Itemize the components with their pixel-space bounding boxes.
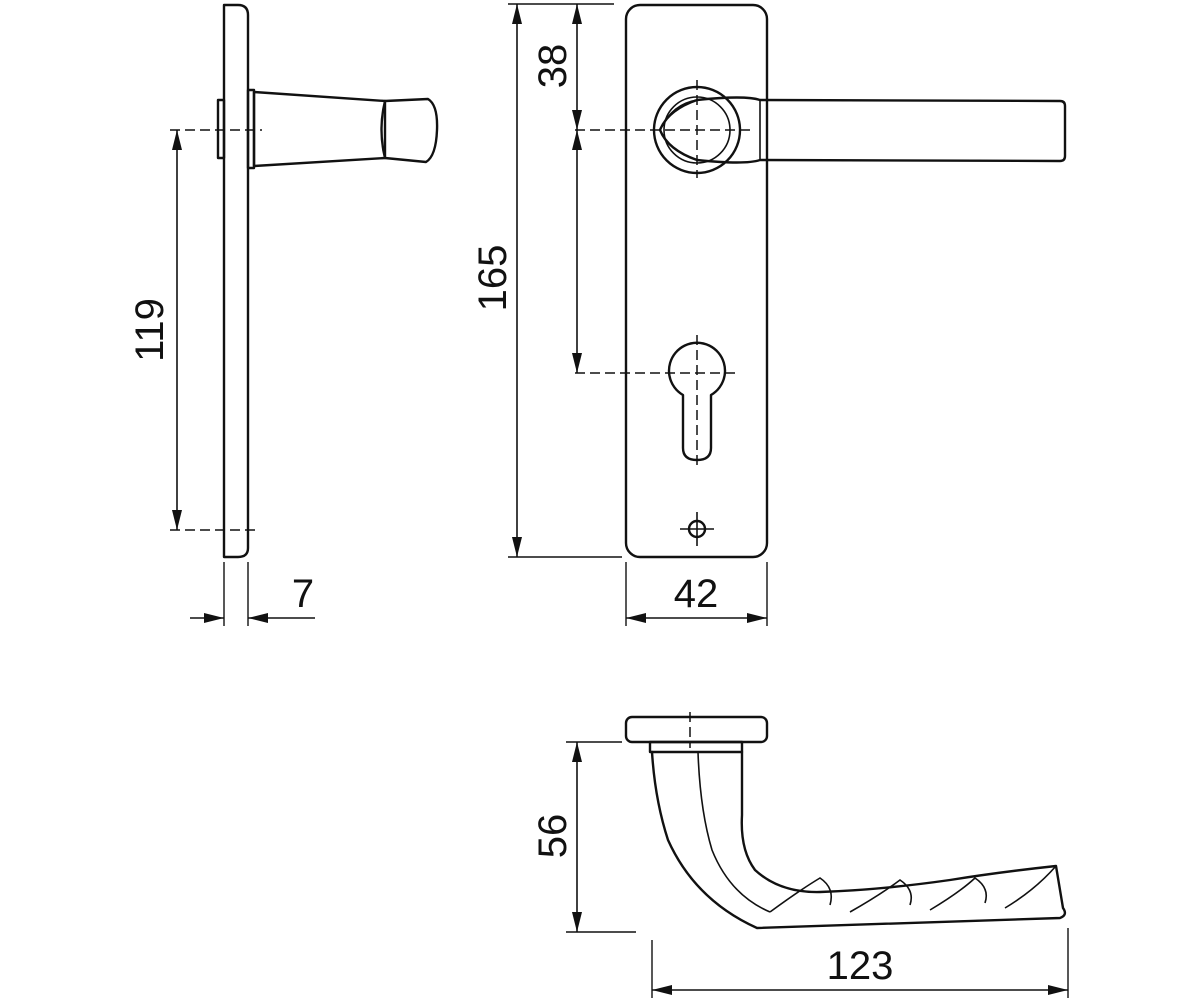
front-cylinder-keyhole <box>667 341 727 462</box>
dim-165-label: 165 <box>471 245 515 312</box>
top-lever-inner-edge <box>697 751 771 913</box>
side-spindle-nub <box>216 98 226 160</box>
side-lever-neck <box>252 90 387 168</box>
top-grip-ridge-4 <box>1004 865 1057 909</box>
top-lever-bottom-edge <box>756 917 1061 929</box>
top-lever-neck <box>648 740 744 754</box>
dim-56-label: 56 <box>531 814 575 859</box>
dim-123-label: 123 <box>827 944 894 988</box>
side-backplate <box>222 3 250 559</box>
top-view: 56 123 <box>531 712 1069 998</box>
dim-42-label: 42 <box>674 572 719 616</box>
top-lever-body <box>650 750 1067 930</box>
top-grip-ridge-3 <box>929 876 988 911</box>
dim-38-label: 38 <box>531 44 575 89</box>
top-grip-ridge-2 <box>849 879 913 913</box>
top-rose-plate <box>624 715 769 744</box>
side-view: 119 7 <box>128 3 439 626</box>
front-backplate <box>624 3 769 559</box>
front-lever-arm <box>658 96 1067 164</box>
front-view: 165 38 42 <box>471 3 1067 626</box>
dim-7-label: 7 <box>292 572 314 616</box>
dim-119-label: 119 <box>128 298 172 362</box>
top-grip-ridge-1 <box>769 877 833 913</box>
front-lever-tip <box>659 99 698 131</box>
side-lever-end <box>380 97 439 164</box>
